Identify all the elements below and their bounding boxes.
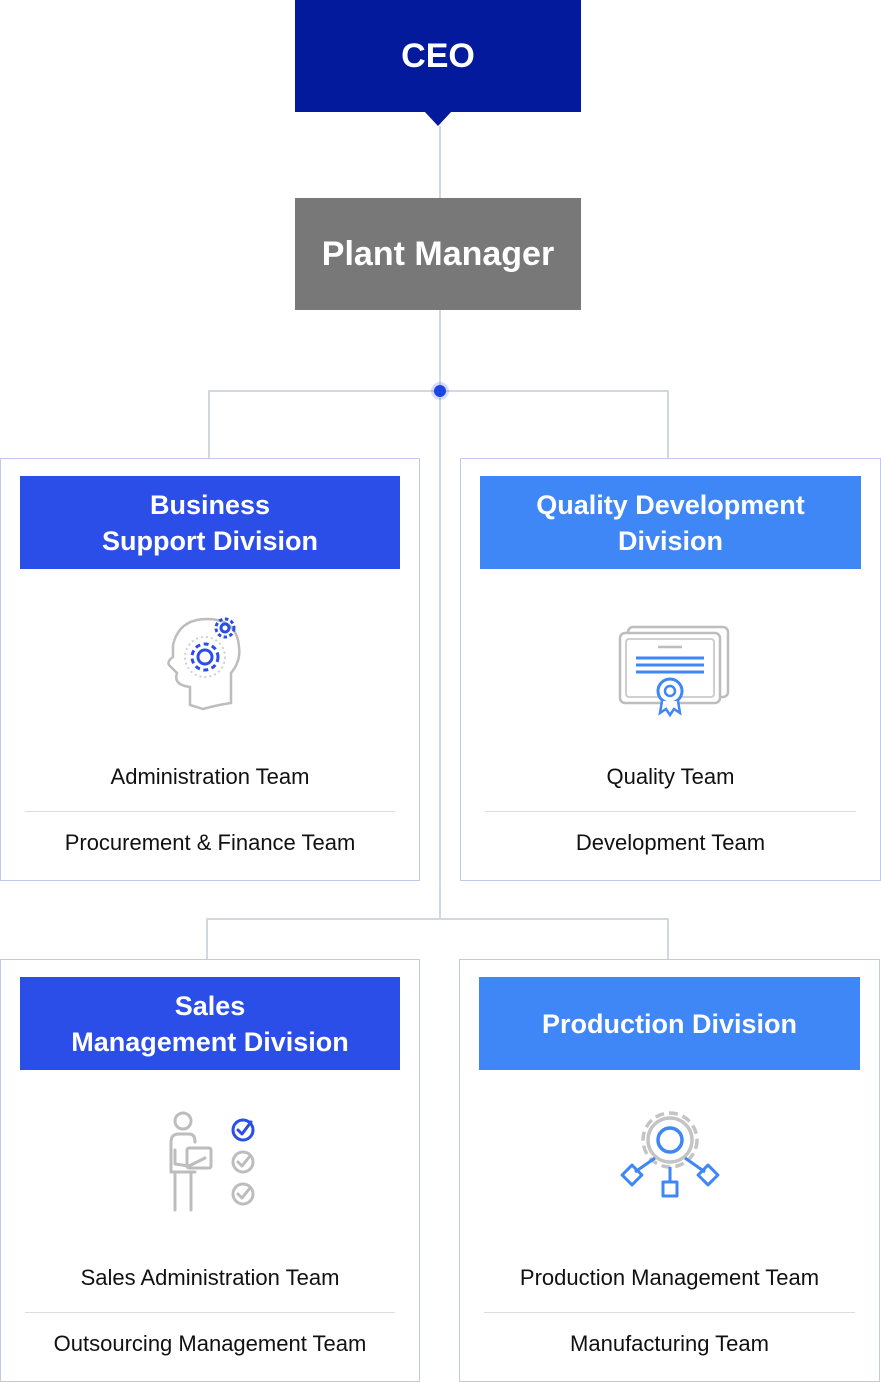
division-title: Production Division: [479, 977, 860, 1070]
connector-plant-trunk: [439, 310, 441, 920]
division-title: Sales Management Division: [20, 977, 400, 1070]
team-divider: [25, 811, 395, 812]
head-gears-icon: [145, 599, 275, 729]
connector-ceo-plant: [439, 126, 441, 198]
connector-row2-right: [667, 918, 669, 960]
gear-network-icon: [605, 1100, 735, 1230]
division-card-sales-management: Sales Management Division Sales Administ…: [0, 959, 420, 1382]
ceo-pointer: [424, 111, 452, 126]
ceo-label: CEO: [401, 36, 475, 75]
junction-dot: [434, 385, 446, 397]
ceo-box: CEO: [295, 0, 581, 112]
team-divider: [485, 811, 856, 812]
division-card-quality-development: Quality Development Division Quality Tea…: [460, 458, 881, 881]
team-development: Development Team: [575, 830, 766, 855]
division-title: Quality Development Division: [480, 476, 861, 569]
connector-row2-horizontal: [206, 918, 669, 920]
team-quality: Quality Team: [606, 764, 735, 789]
plant-manager-box: Plant Manager: [295, 198, 581, 310]
team-administration: Administration Team: [110, 764, 310, 789]
division-card-business-support: Business Support Division Administration…: [0, 458, 420, 881]
plant-manager-label: Plant Manager: [321, 234, 555, 273]
team-production-management: Production Management Team: [519, 1265, 820, 1290]
checklist-person-icon: [145, 1100, 275, 1230]
team-sales-administration: Sales Administration Team: [80, 1265, 340, 1290]
team-divider: [484, 1312, 855, 1313]
certificate-icon: [606, 599, 736, 729]
connector-row1-right: [667, 390, 669, 460]
division-card-production: Production Division Production Managemen…: [459, 959, 880, 1382]
team-manufacturing: Manufacturing Team: [570, 1331, 769, 1356]
connector-row1-left: [208, 390, 210, 459]
division-title: Business Support Division: [20, 476, 400, 569]
team-divider: [25, 1312, 395, 1313]
connector-row2-left: [206, 918, 208, 960]
team-outsourcing-management: Outsourcing Management Team: [53, 1331, 367, 1356]
team-procurement-finance: Procurement & Finance Team: [64, 830, 356, 855]
